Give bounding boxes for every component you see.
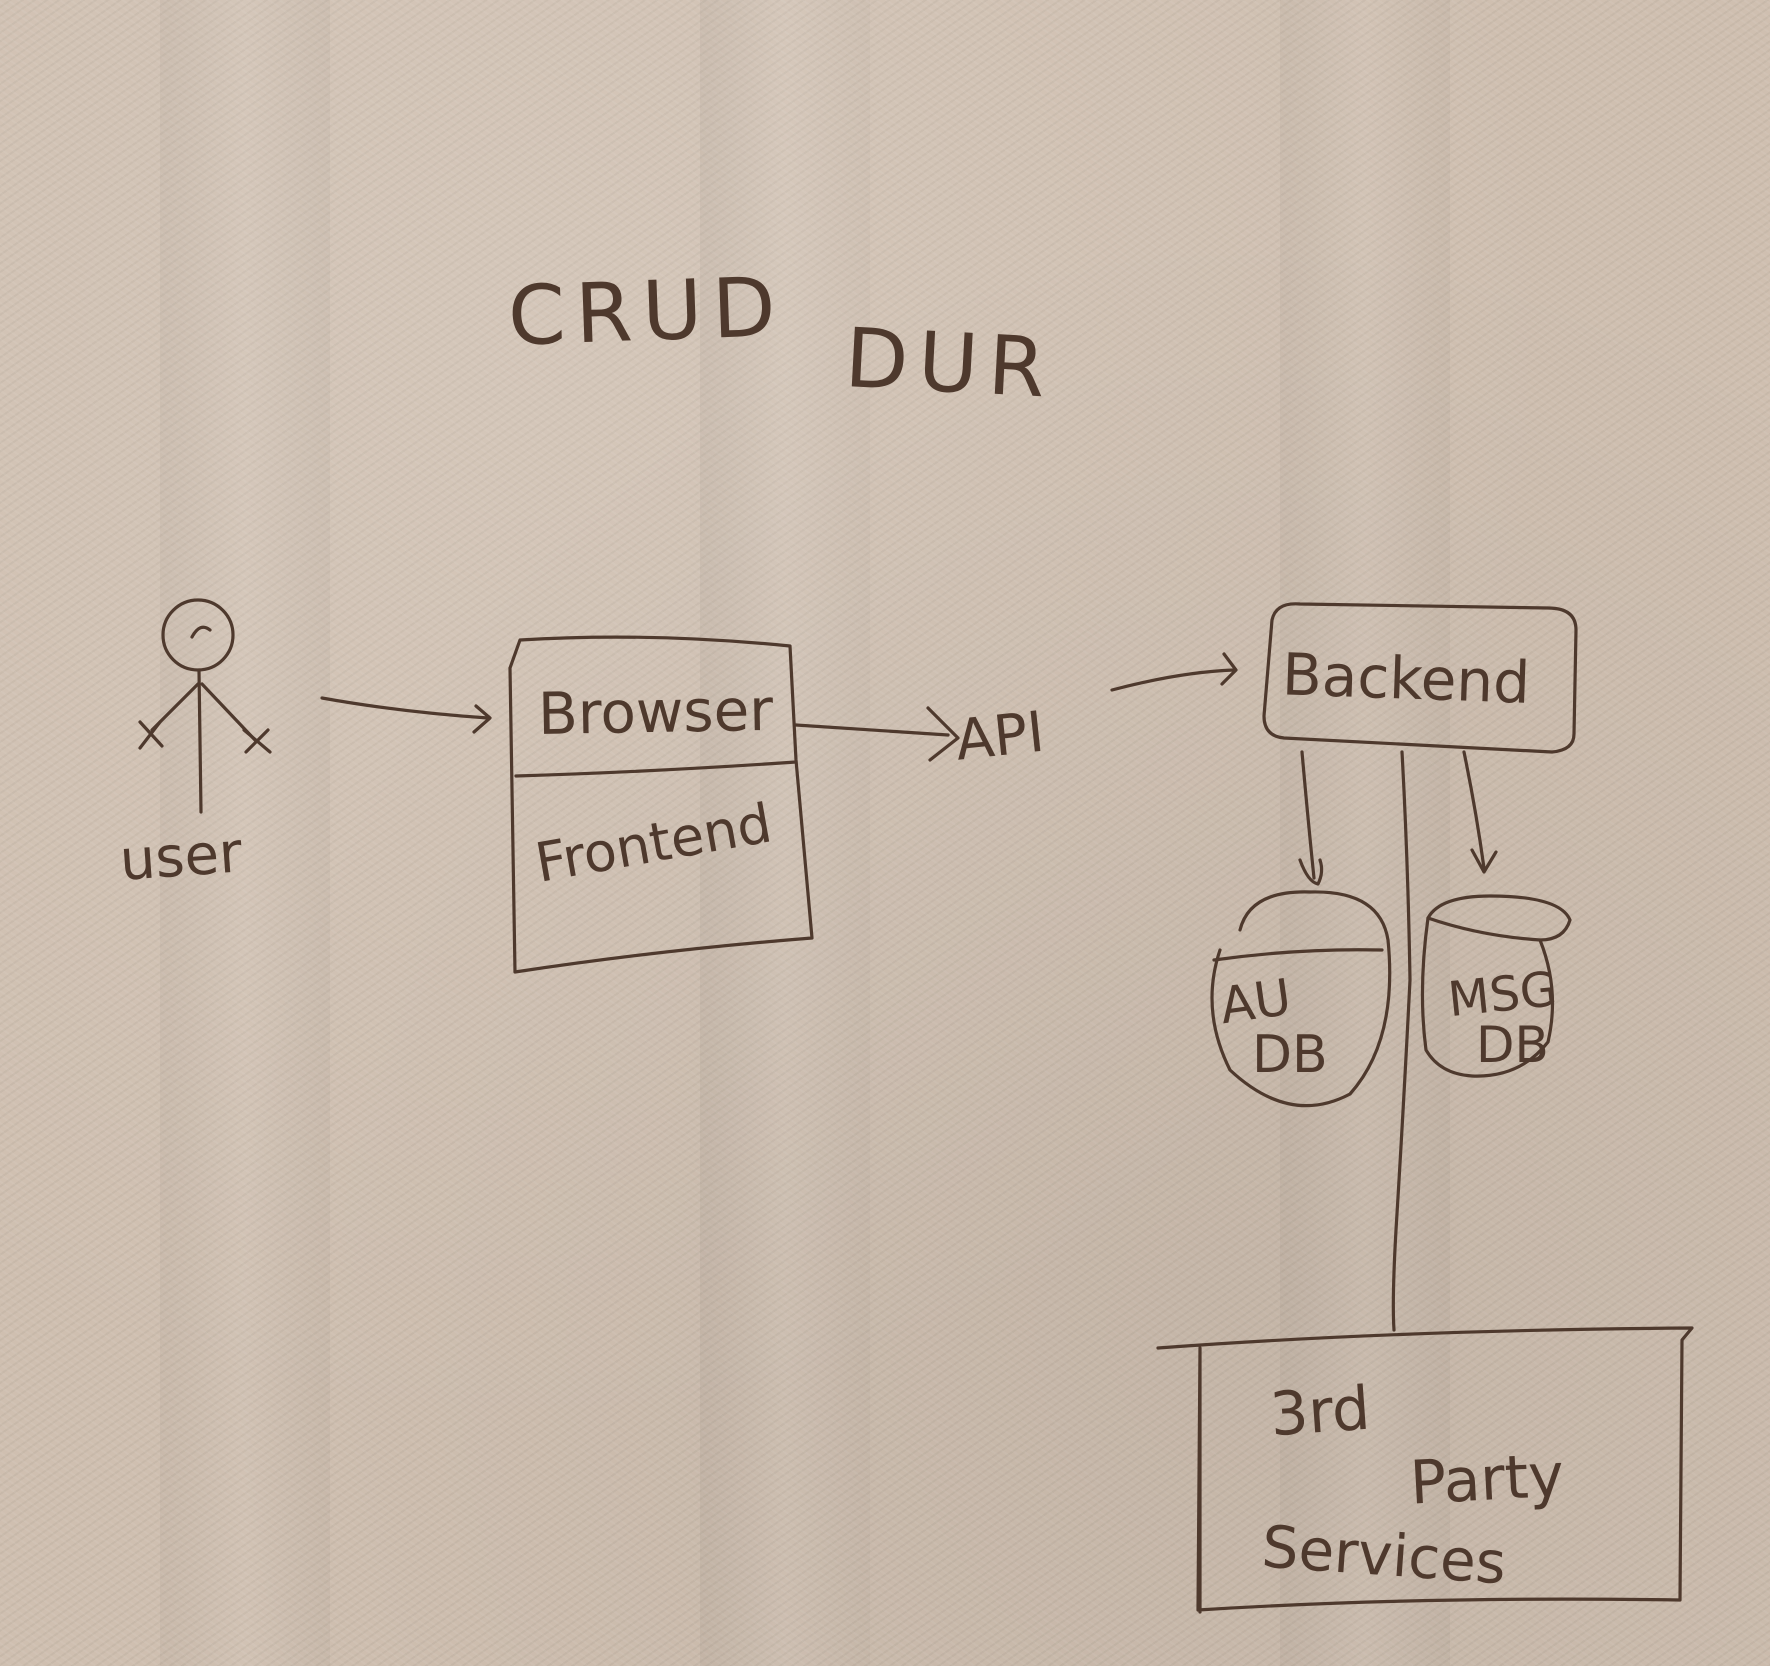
third-party-label-line2: Party: [1408, 1441, 1565, 1519]
user-actor: user: [118, 598, 272, 894]
arrow-backend-to-au-db: [1300, 750, 1316, 880]
arrowhead-api: [926, 706, 960, 762]
backend-box: Backend: [1262, 602, 1578, 754]
browser-box-divider: [514, 760, 798, 778]
paper-fold-shade: [700, 0, 870, 1666]
arrowhead-msg-db: [1470, 848, 1498, 874]
arrow-user-to-browser: [320, 696, 490, 720]
api-label: API: [952, 700, 1047, 774]
browser-frontend-box: Browser Frontend: [508, 635, 814, 974]
msg-db: MSG DB: [1420, 894, 1572, 1078]
browser-box-outline: [508, 635, 814, 974]
au-db-label-line1: AU: [1216, 968, 1294, 1035]
user-body: [197, 668, 203, 814]
user-left-hand: [138, 720, 164, 750]
msg-db-label-line2: DB: [1476, 1016, 1549, 1074]
arrowhead-browser: [472, 704, 492, 734]
au-db-outline: [1210, 890, 1392, 1108]
third-party-label-line1: 3rd: [1268, 1374, 1373, 1451]
au-db: AU DB: [1210, 890, 1392, 1108]
msg-db-label-line1: MSG: [1445, 961, 1559, 1028]
backend-label: Backend: [1281, 640, 1531, 717]
third-party-box-outline: [1156, 1326, 1694, 1614]
au-db-label-line2: DB: [1252, 1025, 1328, 1085]
browser-label: Browser: [537, 676, 773, 748]
arrowhead-au-db: [1298, 858, 1324, 886]
arrow-backend-to-msg-db: [1462, 750, 1486, 870]
backend-box-outline: [1262, 602, 1578, 754]
user-face-mark: [190, 625, 212, 639]
au-db-rim: [1212, 948, 1384, 962]
user-right-hand: [242, 728, 272, 754]
arrowhead-backend: [1220, 652, 1238, 686]
user-label: user: [118, 820, 245, 893]
user-head: [161, 598, 235, 672]
arrow-browser-to-api: [794, 723, 950, 737]
arrow-api-to-backend: [1110, 668, 1236, 692]
title-dur: DUR: [843, 311, 1058, 417]
msg-db-rim: [1426, 916, 1542, 942]
frontend-label: Frontend: [531, 791, 777, 894]
msg-db-outline: [1420, 894, 1572, 1078]
paper-fold-shade: [160, 0, 330, 1666]
third-party-services-box: 3rd Party Services: [1156, 1326, 1694, 1614]
third-party-label-line3: Services: [1260, 1513, 1509, 1598]
line-backend-to-third-party: [1391, 750, 1412, 1332]
title-crud: CRUD: [507, 260, 788, 365]
